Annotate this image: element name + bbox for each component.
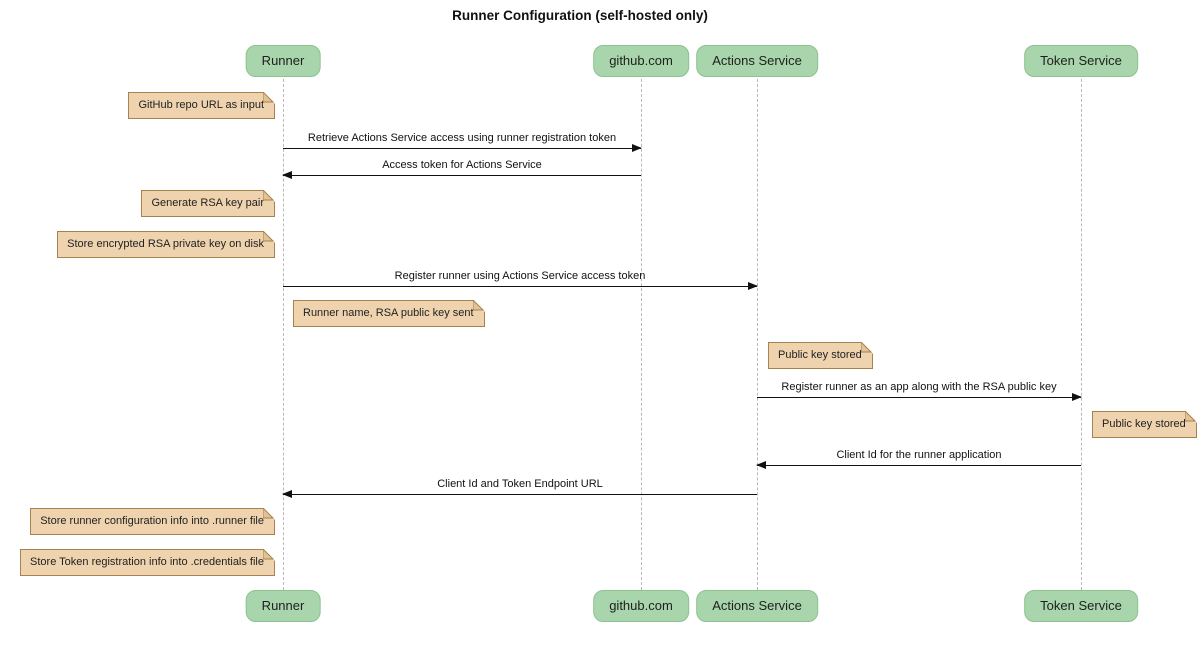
note-public-key-stored-actions: Public key stored [768, 342, 873, 369]
participant-github-top: github.com [593, 45, 689, 77]
message-line [756, 461, 1081, 469]
note-text: GitHub repo URL as input [138, 99, 264, 111]
arrowhead-icon [282, 171, 292, 179]
message-label: Register runner using Actions Service ac… [394, 270, 646, 282]
note-public-key-stored-token: Public key stored [1092, 411, 1197, 438]
note-store-runner-file: Store runner configuration info into .ru… [30, 508, 275, 535]
lifeline-token-service [1081, 79, 1082, 590]
note-store-credentials-file: Store Token registration info into .cred… [20, 549, 275, 576]
message-register-app: Register runner as an app along with the… [757, 381, 1082, 401]
message-client-id-endpoint: Client Id and Token Endpoint URL [282, 478, 757, 498]
message-label: Client Id for the runner application [836, 449, 1002, 461]
note-fold-icon [263, 508, 275, 520]
participant-token-service-top: Token Service [1024, 45, 1138, 77]
lifeline-github [641, 79, 642, 590]
lifeline-actions-service [757, 79, 758, 590]
arrowhead-icon [282, 490, 292, 498]
message-line [282, 171, 641, 179]
note-fold-icon [860, 342, 873, 354]
note-fold-icon [263, 549, 275, 561]
arrowhead-icon [1072, 393, 1082, 401]
arrowhead-icon [748, 282, 758, 290]
note-text: Public key stored [778, 349, 862, 361]
message-access-token: Access token for Actions Service [282, 159, 641, 179]
participant-actions-service-bottom: Actions Service [696, 590, 818, 622]
note-repo-url: GitHub repo URL as input [128, 92, 275, 119]
arrowhead-icon [756, 461, 766, 469]
note-fold-icon [263, 190, 275, 202]
note-fold-icon [263, 92, 275, 104]
message-label: Access token for Actions Service [382, 159, 542, 171]
note-store-private-key: Store encrypted RSA private key on disk [57, 231, 275, 258]
note-runner-name-sent: Runner name, RSA public key sent [293, 300, 485, 327]
message-line [757, 393, 1082, 401]
participant-runner-top: Runner [245, 45, 321, 77]
note-fold-icon [263, 231, 275, 243]
note-text: Store runner configuration info into .ru… [40, 515, 264, 527]
note-text: Runner name, RSA public key sent [303, 307, 474, 319]
message-line [283, 144, 642, 152]
participant-actions-service-top: Actions Service [696, 45, 818, 77]
note-generate-rsa: Generate RSA key pair [141, 190, 275, 217]
message-label: Retrieve Actions Service access using ru… [307, 132, 617, 144]
arrowhead-icon [632, 144, 642, 152]
message-line [282, 490, 757, 498]
message-register-runner: Register runner using Actions Service ac… [283, 270, 758, 290]
note-text: Public key stored [1102, 418, 1186, 430]
note-text: Store encrypted RSA private key on disk [67, 238, 264, 250]
participant-token-service-bottom: Token Service [1024, 590, 1138, 622]
message-label: Register runner as an app along with the… [781, 381, 1057, 393]
message-retrieve-actions-access: Retrieve Actions Service access using ru… [283, 132, 642, 152]
message-client-id: Client Id for the runner application [756, 449, 1081, 469]
note-fold-icon [1184, 411, 1197, 423]
message-line [283, 282, 758, 290]
participant-github-bottom: github.com [593, 590, 689, 622]
message-label: Client Id and Token Endpoint URL [437, 478, 603, 490]
participant-runner-bottom: Runner [245, 590, 321, 622]
note-fold-icon [472, 300, 485, 312]
lifeline-runner [283, 79, 284, 590]
note-text: Generate RSA key pair [151, 197, 264, 209]
diagram-title: Runner Configuration (self-hosted only) [452, 8, 708, 23]
note-text: Store Token registration info into .cred… [30, 556, 264, 568]
